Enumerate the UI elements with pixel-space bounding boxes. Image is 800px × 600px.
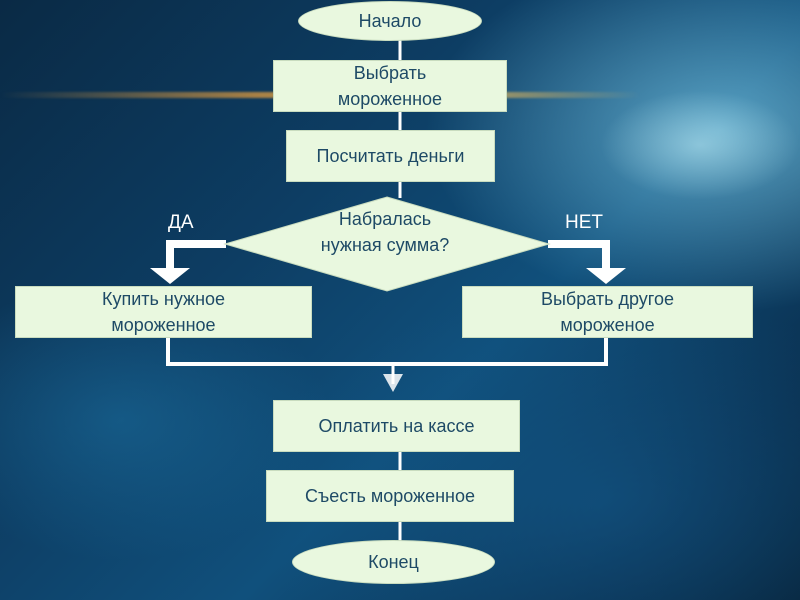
buy-icecream-node: Купить нужное мороженное bbox=[15, 286, 312, 338]
count-money-label: Посчитать деньги bbox=[316, 146, 465, 166]
no-label: НЕТ bbox=[565, 212, 603, 233]
choose-other-label: Выбрать другое мороженое bbox=[540, 289, 674, 335]
connector-yes-branch bbox=[166, 240, 226, 272]
yes-label: ДА bbox=[168, 212, 194, 233]
start-node: Начало bbox=[298, 1, 482, 41]
decision-label: Набралась нужная сумма? bbox=[320, 209, 450, 255]
connector-no-branch bbox=[548, 240, 610, 272]
start-label: Начало bbox=[358, 11, 422, 31]
background-glow bbox=[600, 90, 800, 200]
buy-icecream-label: Купить нужное мороженное bbox=[101, 289, 226, 335]
eat-node: Съесть мороженное bbox=[266, 470, 514, 522]
pay-node: Оплатить на кассе bbox=[273, 400, 520, 452]
arrow-yes bbox=[150, 268, 190, 284]
decision-diamond bbox=[223, 196, 551, 292]
end-node: Конец bbox=[292, 540, 495, 584]
eat-label: Съесть мороженное bbox=[304, 486, 476, 506]
arrow-pay bbox=[383, 374, 403, 392]
arrow-no bbox=[586, 268, 626, 284]
choose-icecream-label: Выбрать мороженное bbox=[337, 63, 443, 109]
choose-icecream-node: Выбрать мороженное bbox=[273, 60, 507, 112]
end-label: Конец bbox=[368, 552, 419, 572]
choose-other-node: Выбрать другое мороженое bbox=[462, 286, 753, 338]
pay-label: Оплатить на кассе bbox=[318, 416, 475, 436]
count-money-node: Посчитать деньги bbox=[286, 130, 495, 182]
